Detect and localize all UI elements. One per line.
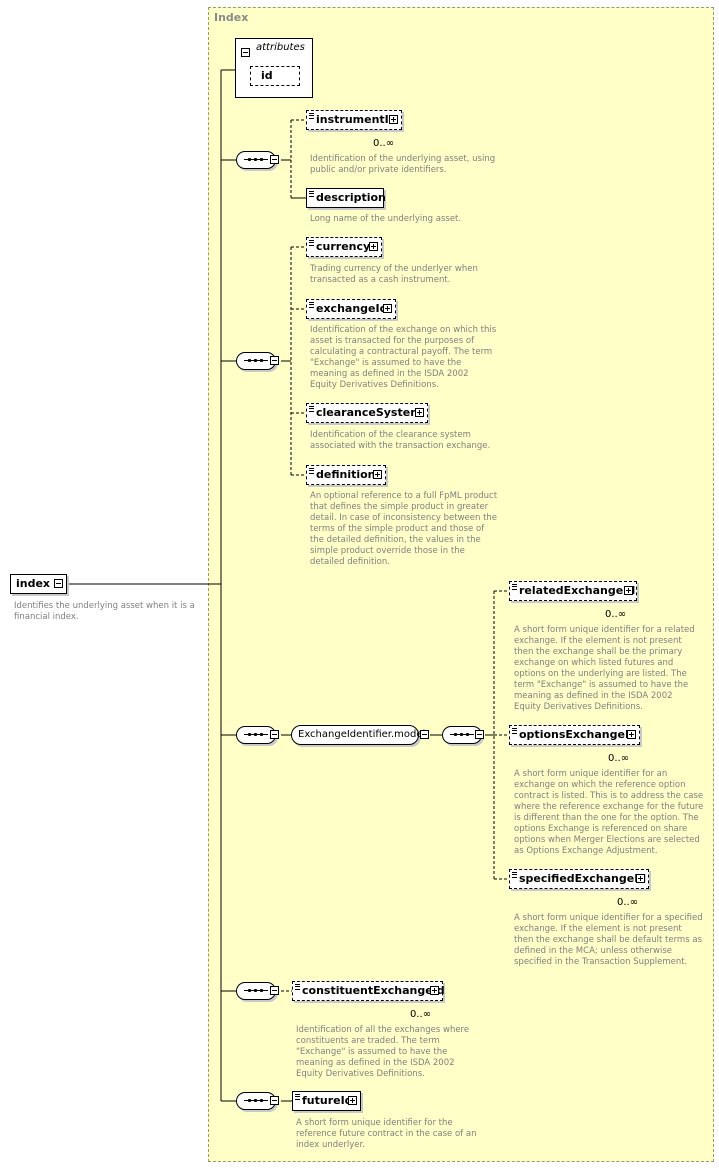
element-constituentExchangeId[interactable]: constituentExchangeId [292,981,445,1001]
element-label: currency [316,240,371,253]
element-doc: Identification of the clearance system a… [310,430,491,451]
element-doc: Identification of all the exchanges wher… [296,1025,470,1079]
expand-icon[interactable] [383,304,392,313]
root-doc: Identifies the underlying asset when it … [14,601,195,622]
expand-icon[interactable] [636,874,645,883]
element-doc: Long name of the underlying asset. [310,214,462,224]
complex-type-icon [295,1094,300,1100]
expand-icon[interactable] [627,730,636,739]
complex-type-icon [309,406,314,412]
element-currency[interactable]: currency [306,237,382,257]
sequence-icon [236,726,276,744]
simple-type-icon [309,191,314,197]
collapse-icon[interactable] [420,730,429,739]
complex-type-icon [512,584,517,590]
occurrence-label: 0..∞ [608,753,630,764]
complex-type-icon [309,468,314,474]
element-label: specifiedExchangeId [519,872,647,885]
element-clearanceSystem[interactable]: clearanceSystem [306,403,428,423]
element-label: optionsExchangeId [519,728,637,741]
element-label: clearanceSystem [316,406,422,419]
occurrence-label: 0..∞ [410,1009,432,1020]
sequence-icon [236,982,276,1000]
expand-icon[interactable] [430,986,439,995]
sequence-icon [236,352,276,370]
complex-type-icon [309,240,314,246]
collapse-icon[interactable] [270,356,279,365]
element-label: instrumentId [316,113,397,126]
occurrence-label: 0..∞ [605,609,627,620]
element-exchangeId[interactable]: exchangeId [306,299,396,319]
element-doc: A short form unique identifier for a rel… [514,625,695,712]
attribute-id[interactable]: id [250,66,300,86]
expand-icon[interactable] [369,242,378,251]
expand-icon[interactable] [624,586,633,595]
root-element-index[interactable]: index [10,574,67,594]
collapse-icon[interactable] [270,730,279,739]
complex-type-icon [512,872,517,878]
element-doc: A short form unique identifier for an ex… [514,769,704,856]
occurrence-label: 0..∞ [617,897,639,908]
element-futureId[interactable]: futureId [292,1091,361,1111]
complex-type-icon [309,113,314,119]
element-definition[interactable]: definition [306,465,386,485]
attributes-box: attributes id [235,38,313,98]
element-instrumentId[interactable]: instrumentId [306,110,402,130]
element-label: constituentExchangeId [302,984,445,997]
complex-type-icon [295,984,300,990]
expand-icon[interactable] [373,470,382,479]
attributes-header: attributes [256,42,305,53]
element-optionsExchangeId[interactable]: optionsExchangeId [509,725,640,745]
element-doc: A short form unique identifier for the r… [296,1118,477,1150]
element-description[interactable]: description [306,188,386,208]
collapse-icon[interactable] [54,579,63,588]
element-specifiedExchangeId[interactable]: specifiedExchangeId [509,869,649,889]
occurrence-label: 0..∞ [373,138,395,149]
element-doc: An optional reference to a full FpML pro… [310,491,498,567]
element-doc: Trading currency of the underlyer when t… [310,264,478,285]
element-doc: Identification of the exchange on which … [310,325,497,390]
element-label: exchangeId [316,302,388,315]
expand-icon[interactable] [348,1096,357,1105]
element-label: futureId [302,1094,353,1107]
collapse-icon[interactable] [270,1096,279,1105]
collapse-icon[interactable] [270,155,279,164]
element-doc: A short form unique identifier for a spe… [514,913,703,967]
complex-type-icon [512,728,517,734]
element-label: description [316,191,386,204]
element-relatedExchangeId[interactable]: relatedExchangeId [509,581,637,601]
collapse-icon[interactable] [475,730,484,739]
expand-icon[interactable] [389,115,398,124]
collapse-icon[interactable] [241,48,250,57]
element-label: relatedExchangeId [519,584,636,597]
element-doc: Identification of the underlying asset, … [310,154,496,175]
collapse-icon[interactable] [270,986,279,995]
type-title: Index [214,11,249,24]
root-element-label: index [16,577,51,590]
expand-icon[interactable] [415,408,424,417]
group-label: ExchangeIdentifier.model [298,729,426,740]
complex-type-icon [309,302,314,308]
group-ExchangeIdentifier-model[interactable]: ExchangeIdentifier.model [291,725,425,745]
element-label: definition [316,468,376,481]
